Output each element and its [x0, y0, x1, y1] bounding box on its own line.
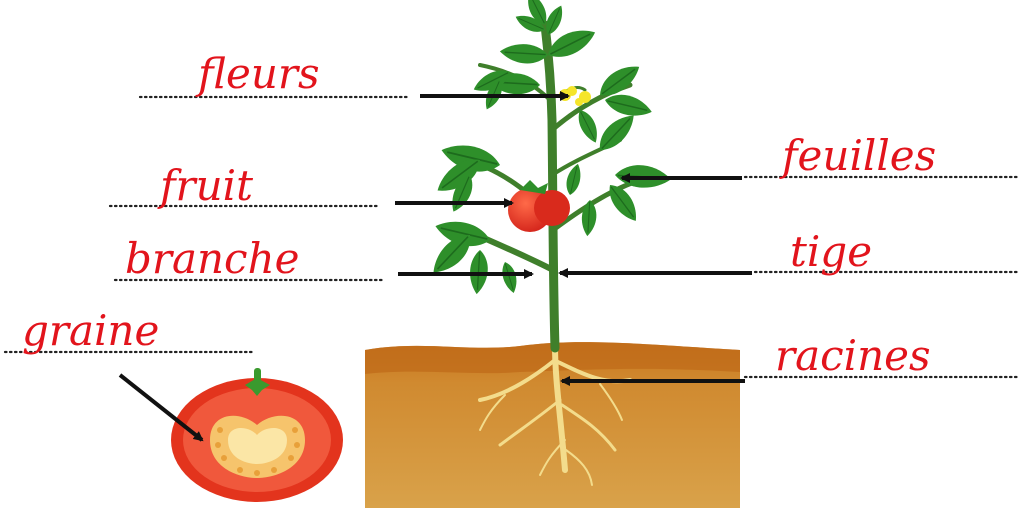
soil — [365, 342, 740, 508]
label-fleurs: fleurs — [195, 49, 320, 98]
label-branche: branche — [125, 234, 299, 283]
label-racines: racines — [775, 331, 931, 380]
label-graine: graine — [22, 306, 159, 355]
labels: fleurs fruit branche graine feuilles tig… — [22, 49, 936, 380]
label-tige: tige — [790, 227, 872, 276]
label-fruit: fruit — [157, 161, 253, 210]
label-feuilles: feuilles — [779, 131, 936, 180]
